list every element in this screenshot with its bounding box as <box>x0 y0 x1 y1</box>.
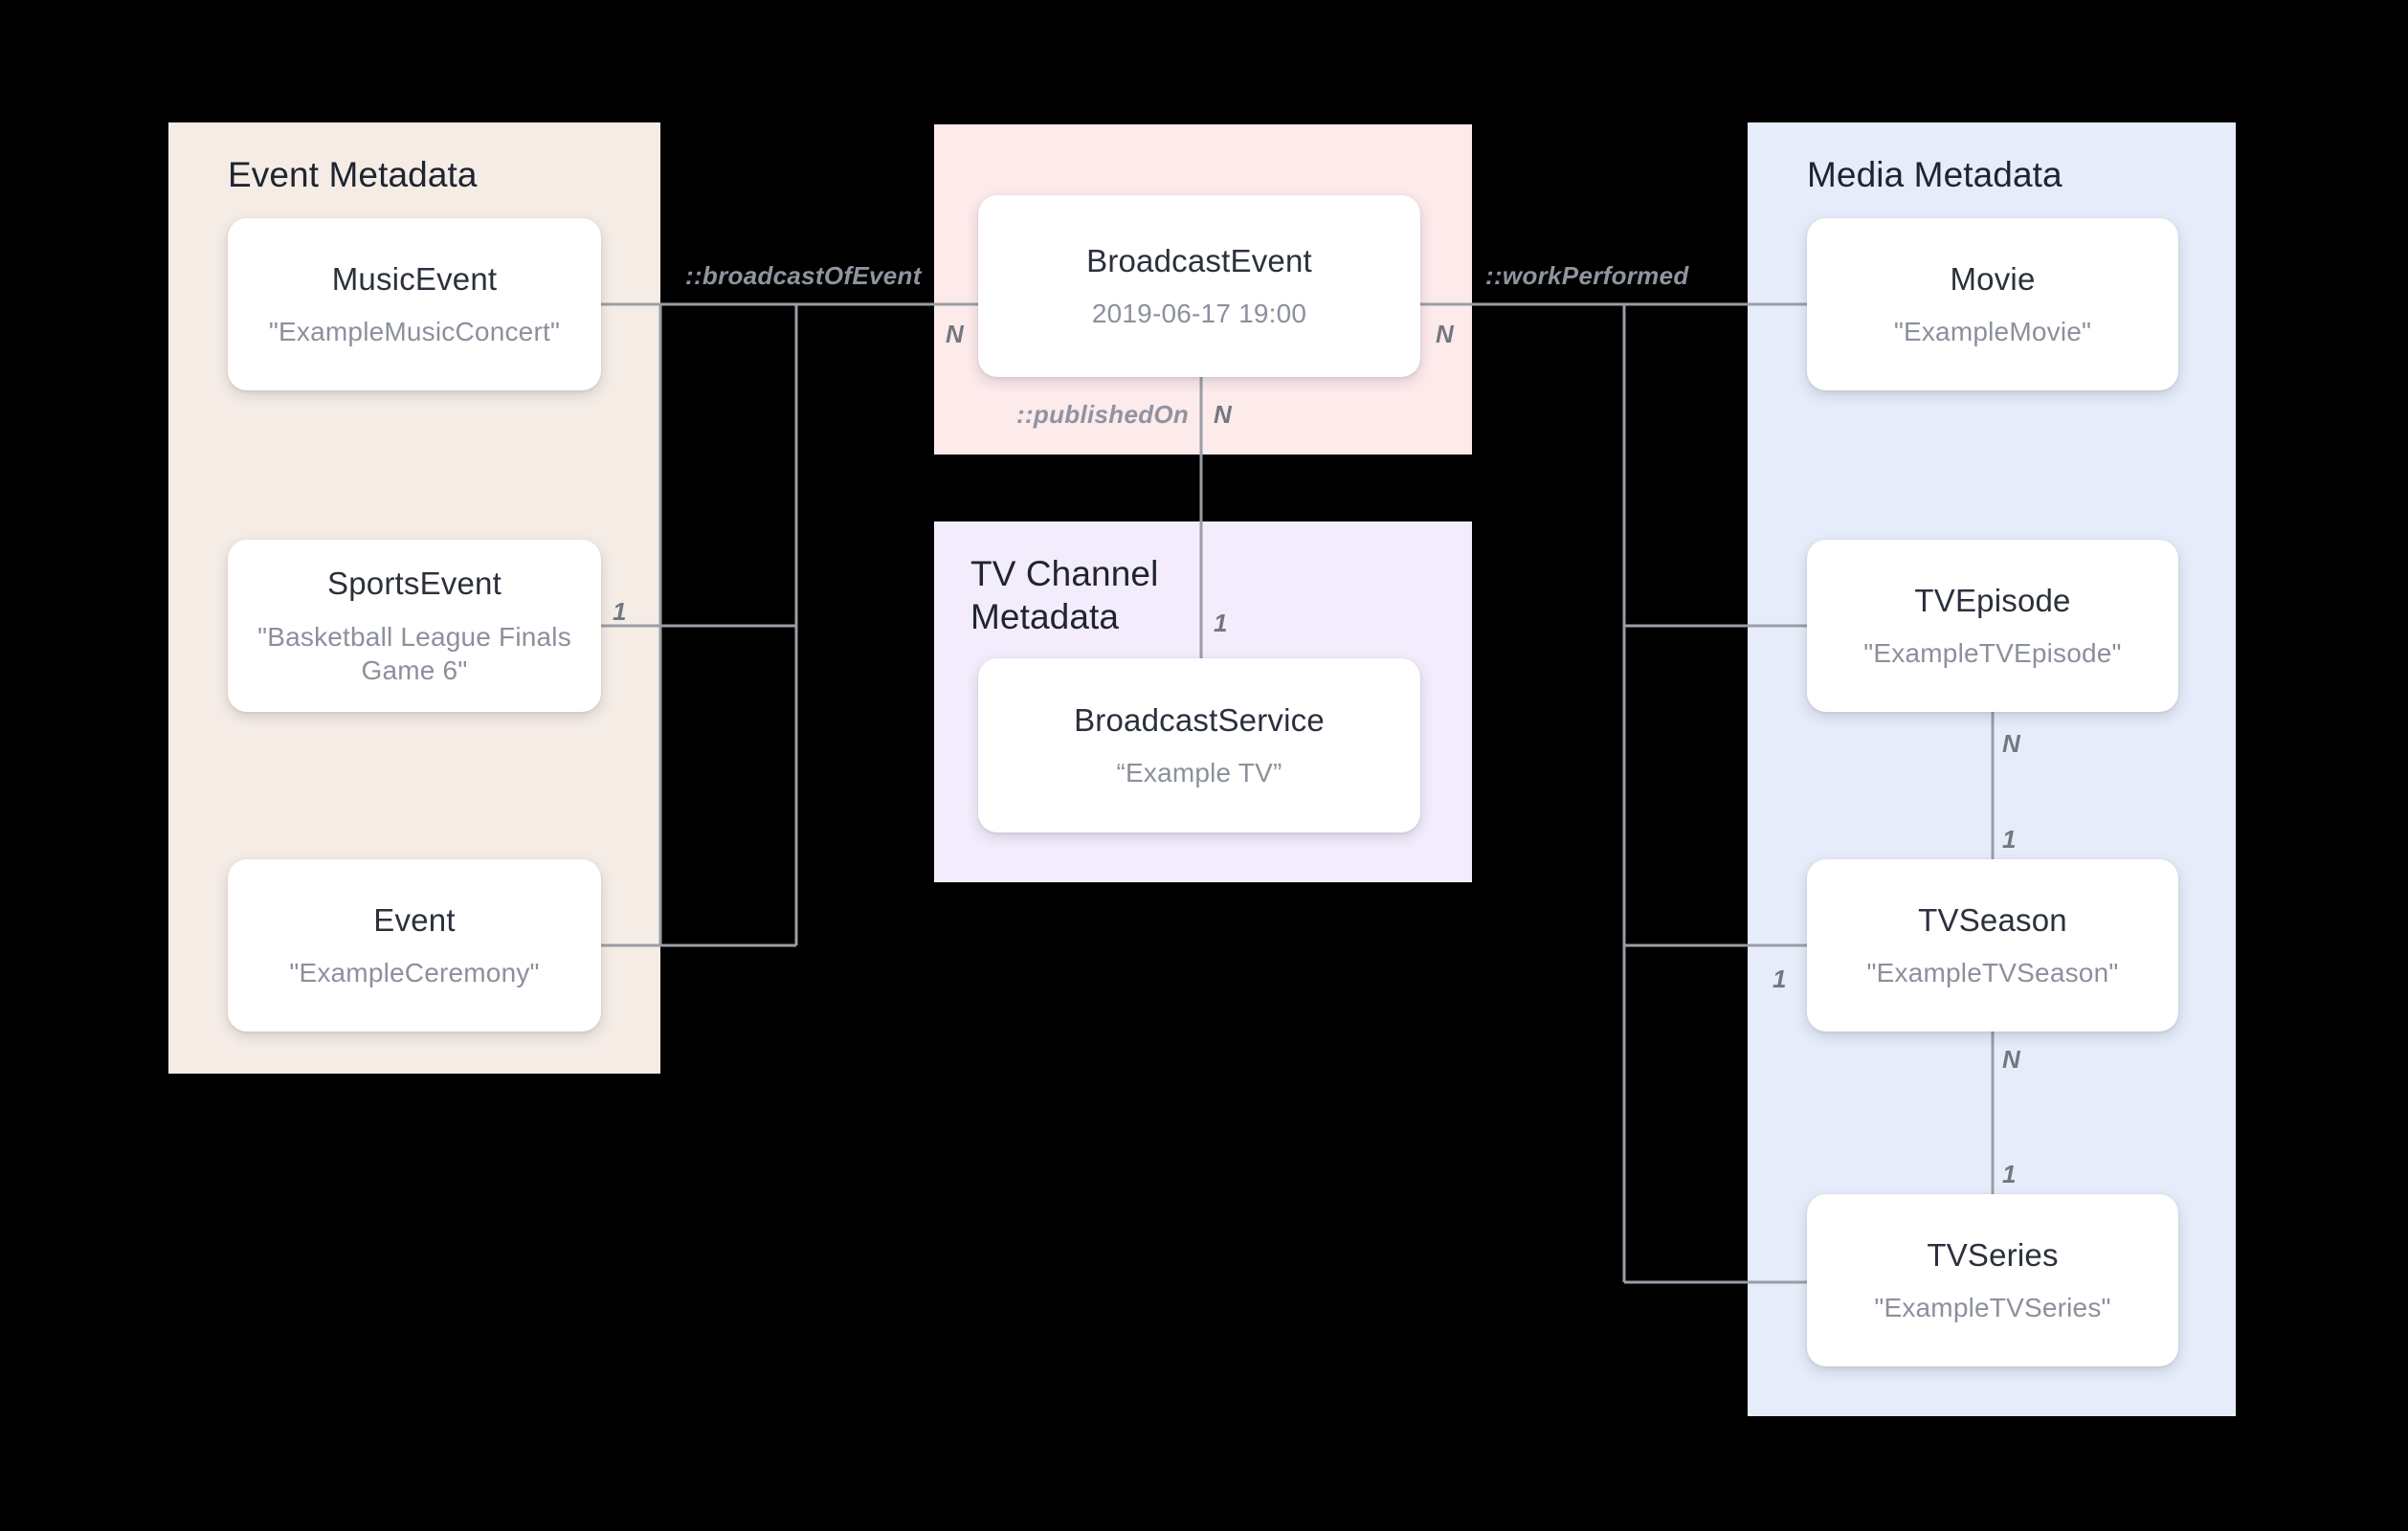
node-value: 2019-06-17 19:00 <box>1091 299 1307 329</box>
node-broadcast-event[interactable]: BroadcastEvent 2019-06-17 19:00 <box>978 195 1420 377</box>
node-title: BroadcastService <box>1074 701 1325 738</box>
node-value: "Basketball League Finals Game 6" <box>257 621 571 685</box>
node-value: "ExampleTVEpisode" <box>1863 638 2122 669</box>
node-title: TVEpisode <box>1914 582 2071 618</box>
node-value: "ExampleTVSeries" <box>1874 1293 2111 1323</box>
node-title: TVSeason <box>1918 901 2067 938</box>
node-tv-season[interactable]: TVSeason "ExampleTVSeason" <box>1807 859 2178 1032</box>
node-title: Event <box>373 901 456 938</box>
node-title: BroadcastEvent <box>1086 242 1312 278</box>
group-title-tv-channel-metadata: TV Channel Metadata <box>970 554 1159 637</box>
group-title-event-metadata: Event Metadata <box>228 155 478 194</box>
cardinality-card-tvseason-left-1: 1 <box>1773 965 1787 993</box>
node-value: "ExampleMovie" <box>1893 317 2092 347</box>
node-value: "ExampleCeremony" <box>289 958 540 988</box>
node-movie[interactable]: Movie "ExampleMovie" <box>1807 218 2178 390</box>
cardinality-card-tvseason-bottom-n: N <box>2002 1045 2021 1074</box>
cardinality-card-tvepisode-n: N <box>2002 729 2021 758</box>
cardinality-card-tvseason-top-1: 1 <box>2002 825 2017 854</box>
node-sports-event[interactable]: SportsEvent "Basketball League Finals Ga… <box>228 540 601 712</box>
node-value: “Example TV” <box>1116 758 1282 788</box>
edge-label-published-on: ::publishedOn <box>1016 400 1190 429</box>
node-title: MusicEvent <box>331 260 498 297</box>
node-event[interactable]: Event "ExampleCeremony" <box>228 859 601 1032</box>
edge-label-work-performed: ::workPerformed <box>1485 261 1689 290</box>
node-value: "ExampleMusicConcert" <box>268 317 561 347</box>
cardinality-card-publishedon-n: N <box>1214 400 1233 429</box>
cardinality-card-sportsevent-1: 1 <box>613 597 627 626</box>
node-title: TVSeries <box>1927 1236 2059 1273</box>
node-broadcast-service[interactable]: BroadcastService “Example TV” <box>978 658 1420 832</box>
node-tv-series[interactable]: TVSeries "ExampleTVSeries" <box>1807 1194 2178 1366</box>
cardinality-card-broadcastevent-right-n: N <box>1436 320 1455 348</box>
node-title: Movie <box>1950 260 2036 297</box>
cardinality-card-broadcastservice-1: 1 <box>1214 609 1228 637</box>
cardinality-card-broadcastevent-left-n: N <box>946 320 965 348</box>
cardinality-card-tvseries-1: 1 <box>2002 1160 2017 1188</box>
node-value: "ExampleTVSeason" <box>1866 958 2119 988</box>
node-tv-episode[interactable]: TVEpisode "ExampleTVEpisode" <box>1807 540 2178 712</box>
node-music-event[interactable]: MusicEvent "ExampleMusicConcert" <box>228 218 601 390</box>
group-title-media-metadata: Media Metadata <box>1807 155 2062 194</box>
edge-label-broadcast-of-event: ::broadcastOfEvent <box>685 261 922 290</box>
node-title: SportsEvent <box>327 566 502 602</box>
